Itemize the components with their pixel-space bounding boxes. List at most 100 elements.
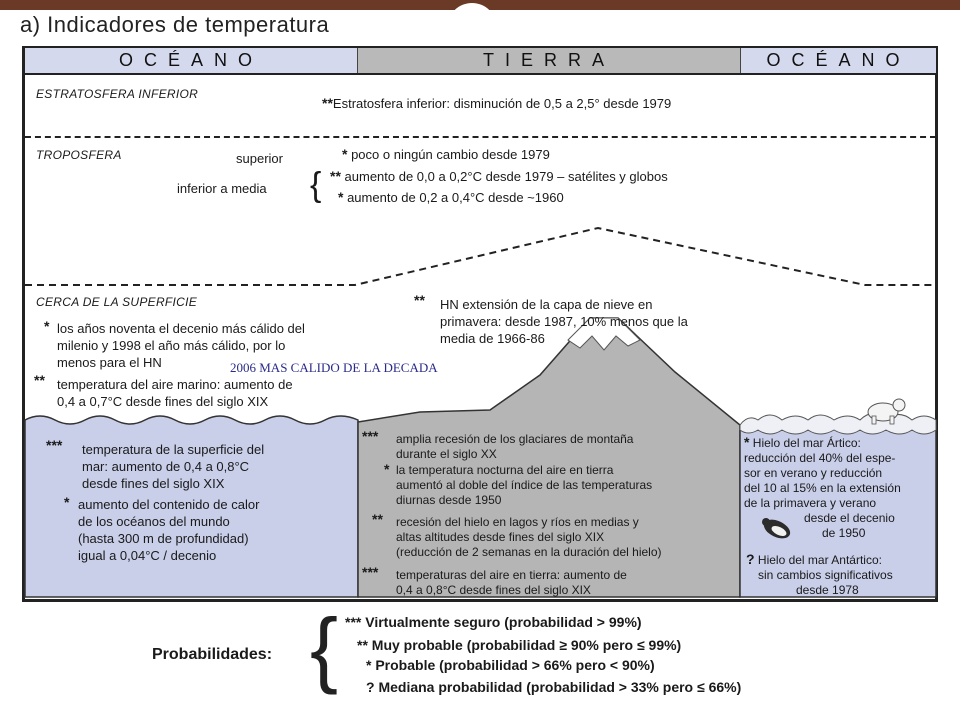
- troposphere-inferior-label: inferior a media: [177, 181, 267, 196]
- text-line: aumento del contenido de calor: [78, 497, 260, 512]
- text-line: milenio y 1998 el año más cálido, por lo: [57, 338, 286, 353]
- legend-item-text: Muy probable (probabilidad ≥ 90% pero ≤ …: [371, 637, 682, 653]
- land-item-1: amplia recesión de los glaciares de mont…: [396, 432, 633, 462]
- text-line: aumentó al doble del índice de las tempe…: [396, 478, 653, 492]
- legend-item: ** Muy probable (probabilidad ≥ 90% pero…: [357, 637, 681, 653]
- likelihood-stars: ***: [345, 614, 362, 630]
- troposphere-superior-text: poco o ningún cambio desde 1979: [351, 147, 550, 162]
- text-line: diurnas desde 1950: [396, 493, 502, 507]
- page-title: a) Indicadores de temperatura: [20, 12, 330, 37]
- legend-area: [0, 604, 960, 720]
- likelihood-stars: **: [372, 511, 383, 527]
- text-line: * Hielo del mar Ártico:: [744, 435, 901, 451]
- annotation-2006: 2006 MAS CALIDO DE LA DECADA: [229, 360, 439, 376]
- text-line: desde fines del siglo XIX: [82, 476, 225, 491]
- likelihood-stars: *: [44, 318, 50, 334]
- wave-icon: [24, 415, 56, 421]
- section-label-stratosphere: ESTRATOSFERA INFERIOR: [36, 87, 199, 101]
- likelihood-stars: *: [64, 494, 70, 510]
- legend-item-text: Mediana probabilidad (probabilidad > 33%…: [378, 679, 742, 695]
- likelihood-stars: *: [744, 434, 750, 450]
- legend-brace: {: [310, 601, 339, 695]
- text-line: 0,4 a 0,8°C desde fines del siglo XIX: [396, 583, 591, 597]
- text-line: ? Hielo del mar Antártico:: [746, 552, 893, 568]
- text-line: 0,4 a 0,7°C desde fines del siglo XIX: [57, 394, 269, 409]
- troposphere-item-1-text: aumento de 0,0 a 0,2°C desde 1979 – saté…: [344, 169, 668, 184]
- text-line: (reducción de 2 semanas en la duración d…: [396, 545, 662, 559]
- troposphere-boundary: [25, 226, 936, 286]
- sea-ice: [739, 413, 937, 435]
- ocean-right-item-1: * Hielo del mar Ártico: reducción del 40…: [744, 435, 901, 541]
- text-line: temperatura del aire marino: aumento de: [57, 377, 293, 392]
- ocean-right-item-2: ? Hielo del mar Antártico: sin cambios s…: [746, 552, 893, 598]
- ocean-left-item-1: temperatura de la superficie del mar: au…: [82, 441, 264, 492]
- text-line: (hasta 300 m de profundidad): [78, 531, 249, 546]
- land-item-2: la temperatura nocturna del aire en tier…: [396, 463, 652, 508]
- snow-cap: [567, 317, 641, 351]
- text-line: del 10 al 15% en la extensión: [744, 481, 901, 495]
- land-item-3: recesión del hielo en lagos y ríos en me…: [396, 515, 662, 560]
- likelihood-stars: ***: [362, 428, 379, 444]
- stratosphere-boundary: [25, 136, 936, 138]
- text-line: sin cambios significativos: [758, 568, 893, 582]
- polar-bear-icon: [867, 398, 906, 425]
- likelihood-stars: ?: [366, 679, 375, 695]
- text-line-content: Hielo del mar Ártico:: [752, 436, 861, 450]
- stratosphere-item: **Estratosfera inferior: disminución de …: [322, 95, 671, 112]
- text-line: la temperatura nocturna del aire en tier…: [396, 463, 614, 477]
- text-line: igual a 0,04°C / decenio: [78, 548, 217, 563]
- ocean-left-item-2: aumento del contenido de calor de los oc…: [78, 496, 259, 564]
- legend-item: * Probable (probabilidad > 66% pero < 90…: [366, 657, 655, 673]
- stratosphere-text: Estratosfera inferior: disminución de 0,…: [332, 96, 672, 111]
- text-line: de los océanos del mundo: [78, 514, 230, 529]
- likelihood-stars: *: [366, 657, 372, 673]
- header-divider: [25, 73, 936, 75]
- text-line: media de 1966-86: [440, 331, 545, 346]
- likelihood-stars: **: [357, 637, 368, 653]
- snow-cover-item: HN extensión de la capa de nieve en prim…: [440, 296, 688, 347]
- likelihood-stars: ?: [746, 551, 755, 567]
- legend-item: ? Mediana probabilidad (probabilidad > 3…: [366, 679, 741, 695]
- likelihood-stars: **: [322, 95, 333, 111]
- text-line-content: Hielo del mar Antártico:: [757, 553, 882, 567]
- text-line: primavera: desde 1987, 10% menos que la: [440, 314, 688, 329]
- text-line: desde el decenio: [804, 511, 895, 525]
- legend-item: *** Virtualmente seguro (probabilidad > …: [345, 614, 642, 630]
- text-line: temperaturas del aire en tierra: aumento…: [396, 568, 627, 582]
- text-line: amplia recesión de los glaciares de mont…: [396, 432, 634, 446]
- troposphere-superior-item: * poco o ningún cambio desde 1979: [342, 146, 550, 163]
- likelihood-stars: ***: [362, 564, 379, 580]
- text-line: desde 1978: [796, 583, 859, 597]
- likelihood-stars: **: [414, 292, 425, 308]
- likelihood-stars: ***: [46, 437, 63, 453]
- text-line: durante el siglo XX: [396, 447, 497, 461]
- text-line: altas altitudes desde fines del siglo XI…: [396, 530, 605, 544]
- text-line: reducción del 40% del espe-: [744, 451, 896, 465]
- likelihood-stars: *: [338, 189, 344, 205]
- text-line: mar: aumento de 0,4 a 0,8°C: [82, 459, 250, 474]
- legend-item-text: Probable (probabilidad > 66% pero < 90%): [375, 657, 655, 673]
- likelihood-stars: *: [342, 146, 348, 162]
- likelihood-stars: **: [34, 372, 45, 388]
- troposphere-superior-label: superior: [236, 151, 283, 166]
- section-label-troposphere: TROPOSFERA: [36, 148, 122, 162]
- troposphere-item-2-text: aumento de 0,2 a 0,4°C desde ~1960: [347, 190, 564, 205]
- text-line: HN extensión de la capa de nieve en: [440, 297, 653, 312]
- text-line: menos para el HN: [57, 355, 162, 370]
- troposphere-brace: {: [310, 166, 322, 204]
- penguin-icon: [762, 518, 791, 539]
- troposphere-item-2: * aumento de 0,2 a 0,4°C desde ~1960: [338, 189, 564, 206]
- text-line: temperatura de la superficie del: [82, 442, 265, 457]
- header-land: TIERRA: [358, 48, 741, 73]
- text-line: los años noventa el decenio más cálido d…: [57, 321, 305, 336]
- text-line: de la primavera y verano: [744, 496, 877, 510]
- legend-item-text: Virtualmente seguro (probabilidad > 99%): [365, 614, 642, 630]
- header-ocean-left: OCÉANO: [25, 48, 358, 73]
- likelihood-stars: *: [384, 461, 390, 477]
- text-line: recesión del hielo en lagos y ríos en me…: [396, 515, 639, 529]
- surface-item-1: los años noventa el decenio más cálido d…: [57, 320, 305, 371]
- text-line: de 1950: [822, 526, 866, 540]
- header-ocean-right: OCÉANO: [741, 48, 936, 73]
- ocean-left-area: [24, 415, 359, 598]
